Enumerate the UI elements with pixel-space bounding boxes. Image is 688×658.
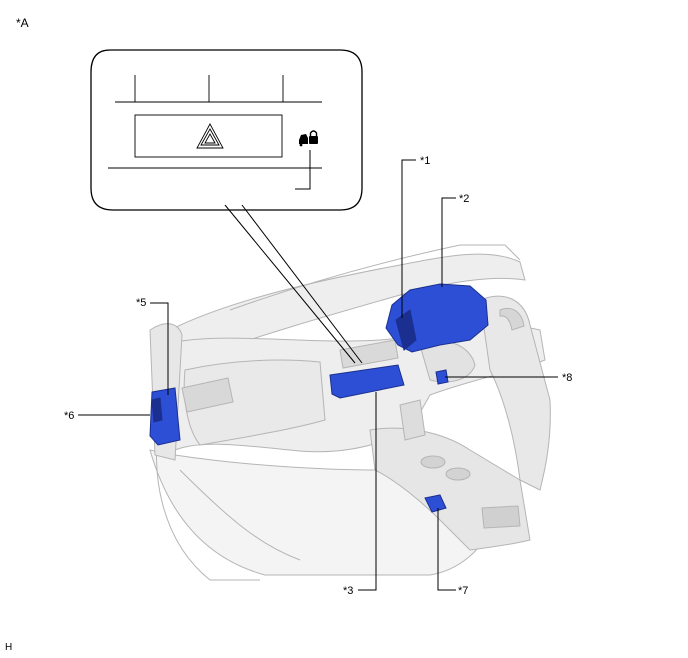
callout-7-label: *7 <box>458 585 469 597</box>
callout-1-label: *1 <box>420 155 431 167</box>
callout-3-label: *3 <box>343 585 354 597</box>
footer-code: H <box>5 642 13 653</box>
hazard-triangle-icon <box>196 123 224 149</box>
leader-lines <box>78 150 558 591</box>
dashboard-illustration <box>149 244 551 581</box>
zoom-projection-lines <box>224 204 363 364</box>
console-switch <box>424 494 447 513</box>
callout-2-label: *2 <box>459 193 470 205</box>
callout-5-label: *5 <box>136 297 147 309</box>
steering-switch <box>435 369 449 385</box>
center-module <box>329 364 405 399</box>
car-lock-icon <box>299 130 318 147</box>
callout-6-label: *6 <box>64 410 75 422</box>
zoom-inset <box>90 49 363 211</box>
callout-8-label: *8 <box>562 372 573 384</box>
figure-label: *A <box>16 16 29 30</box>
highlighted-components <box>149 283 489 513</box>
